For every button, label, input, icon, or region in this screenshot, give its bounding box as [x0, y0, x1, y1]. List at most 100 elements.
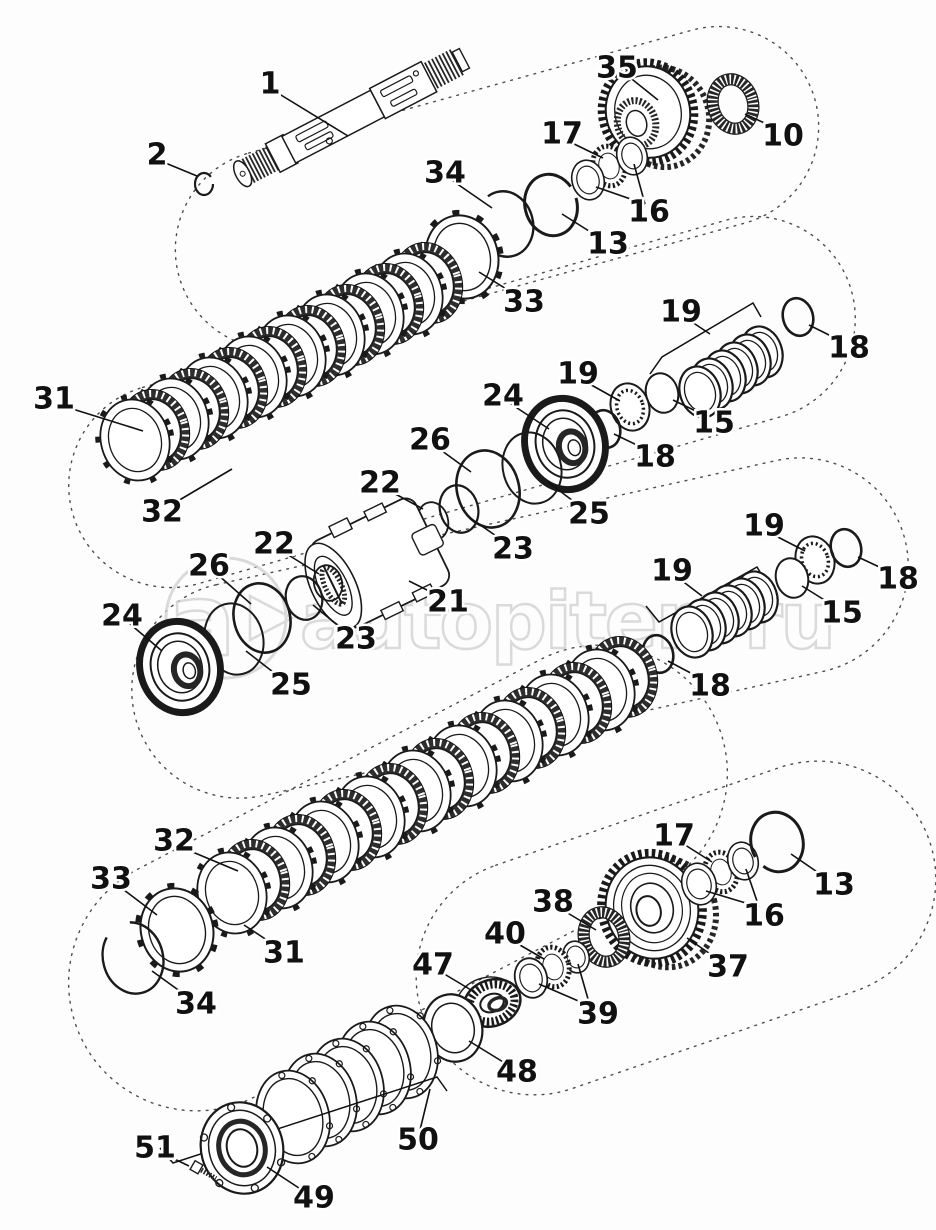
leader-line-10-3-0 [744, 113, 776, 129]
callout-23-24: 23 [335, 622, 377, 657]
leader-line-49-46-0 [266, 1166, 306, 1193]
washer-39-b [513, 957, 549, 999]
callout-21-21: 21 [427, 585, 469, 620]
callout-39-42: 39 [577, 997, 619, 1032]
callout-33-8: 33 [503, 285, 545, 320]
leader-line-13-6-0 [561, 213, 601, 239]
o-ring-26-upper [455, 449, 521, 529]
callout-34-7: 34 [424, 156, 466, 191]
leader-line-33-34-0 [119, 886, 158, 916]
bearing-cover-49 [199, 1101, 286, 1195]
leader-line-18-15-0 [613, 433, 648, 451]
callout-51-47: 51 [134, 1131, 176, 1166]
callout-17-4: 17 [541, 117, 583, 152]
seal-ring-23-upper [438, 484, 480, 534]
callout-32-32: 32 [153, 824, 195, 859]
leader-line-17-4-0 [569, 141, 604, 159]
leader-line-16-5-0 [633, 163, 646, 205]
snap-ring-13-upper [523, 172, 579, 238]
piston-seal-24-upper [514, 389, 615, 499]
leader-line-31-33-0 [243, 924, 277, 947]
callout-25-18: 25 [568, 497, 610, 532]
callout-24-16: 24 [482, 379, 524, 414]
retaining-ring-18-right [829, 527, 863, 569]
callout-16-38: 16 [743, 899, 785, 934]
callout-18-28: 18 [689, 669, 731, 704]
o-ring-26-left [232, 582, 292, 654]
callout-19-14: 19 [557, 357, 599, 392]
retaining-ring-18-upper-right [781, 296, 815, 338]
leader-line-16-5-1 [595, 186, 646, 205]
needle-bearing-10 [700, 68, 765, 140]
piston-group-upper [416, 389, 616, 541]
callout-37-39: 37 [707, 950, 749, 985]
callout-22-19: 22 [359, 466, 401, 501]
leader-line-22-22-0 [281, 550, 320, 575]
leader-line-25-26-0 [245, 650, 283, 680]
bearing-race-16-upper-b [570, 159, 606, 201]
callout-47-43: 47 [412, 948, 454, 983]
leader-line-19-27-0 [680, 579, 703, 597]
washer-39-a [561, 940, 591, 974]
boundary-top-group [174, 25, 820, 351]
leader-line-33-8-0 [478, 271, 517, 296]
leader-line-21-21-0 [408, 580, 440, 597]
callout-17-36: 17 [653, 819, 695, 854]
callout-1-0: 1 [260, 67, 281, 102]
leader-line-26-17-0 [437, 447, 472, 473]
callout-18-15: 18 [634, 440, 676, 475]
leader-line-31-9-0 [62, 405, 144, 432]
leader-line-50-45-0 [419, 1088, 431, 1131]
leader-line-26-23-0 [216, 573, 252, 605]
callout-16-5: 16 [628, 195, 670, 230]
snap-ring-34-lower [101, 921, 165, 995]
watermark-logo-circle [164, 556, 288, 680]
callout-32-10: 32 [141, 495, 183, 530]
leader-line-24-25-0 [129, 623, 163, 652]
leader-line-23-24-0 [312, 604, 348, 634]
callout-13-37: 13 [813, 868, 855, 903]
leader-line-1-0-0 [275, 91, 349, 137]
leader-line-39-42-1 [538, 983, 591, 1007]
leader-line-39-42-0 [577, 963, 591, 1007]
callout-40-41: 40 [484, 917, 526, 952]
callout-26-17: 26 [409, 423, 451, 458]
leader-line-34-35-0 [151, 970, 189, 998]
clutch-drum-21 [304, 497, 451, 630]
cover-group [159, 996, 449, 1195]
leader-line-18-28-0 [667, 660, 703, 680]
spring-stack-lower-group [641, 527, 863, 675]
callout-23-20: 23 [492, 532, 534, 567]
leader-line-48-44-0 [468, 1040, 509, 1066]
leader-line-35-2-0 [627, 75, 659, 101]
callout-49-46: 49 [293, 1181, 335, 1216]
callout-layer: 1235101716133433313219181519182426252223… [31, 48, 922, 1218]
callout-13-6: 13 [587, 227, 629, 262]
leader-line-19-29-0 [771, 533, 806, 552]
callout-18-30: 18 [877, 562, 919, 597]
callout-10-3: 10 [762, 119, 804, 154]
leader-line-24-16-0 [510, 403, 550, 430]
o-ring-25-upper [501, 431, 563, 505]
watermark-logo-arrow [248, 593, 295, 643]
leader-line-34-7-0 [452, 180, 493, 209]
o-ring-2 [193, 171, 215, 197]
leader-line-19-14-0 [585, 381, 621, 402]
callout-19-27: 19 [651, 554, 693, 589]
callout-31-9: 31 [33, 382, 75, 417]
bearing-race-16-lower-a [726, 841, 760, 881]
callout-19-29: 19 [743, 509, 785, 544]
leader-line-16-38-0 [745, 868, 760, 908]
callout-35-2: 35 [596, 51, 638, 86]
leader-line-37-39-0 [686, 937, 720, 961]
snap-ring-13-lower [749, 810, 805, 874]
leader-line-16-38-1 [705, 890, 760, 908]
seal-ring-22-left [312, 564, 344, 602]
leader-line-32-32-0 [182, 847, 239, 872]
callout-31-33: 31 [263, 936, 305, 971]
ring-15-right [774, 557, 810, 599]
leader-line-47-43-0 [440, 971, 477, 994]
callout-50-45: 50 [397, 1123, 439, 1158]
